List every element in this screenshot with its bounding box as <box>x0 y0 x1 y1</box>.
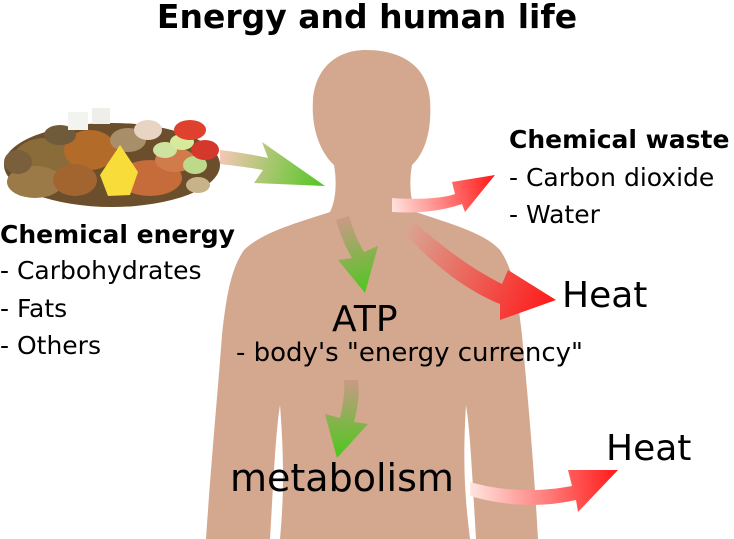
heat-lower-arrow <box>470 470 618 512</box>
heat-upper-arrow <box>404 222 556 320</box>
chemical-energy-item: - Carbohydrates <box>0 256 202 285</box>
page-title: Energy and human life <box>156 0 578 36</box>
food-to-body-arrow <box>220 142 325 186</box>
heat-label-upper: Heat <box>562 275 648 316</box>
human-silhouette <box>206 50 538 539</box>
chemical-waste-heading: Chemical waste <box>509 125 730 154</box>
food-plate-image <box>4 108 220 207</box>
chemical-energy-item: - Others <box>0 331 101 360</box>
metabolism-label: metabolism <box>230 456 454 500</box>
waste-arrow <box>392 175 495 213</box>
chemical-waste-item: - Water <box>509 200 600 229</box>
body-to-atp-arrow <box>336 216 378 293</box>
chemical-energy-item: - Fats <box>0 294 68 323</box>
chemical-waste-item: - Carbon dioxide <box>509 163 715 192</box>
atp-to-metabolism-arrow <box>325 380 368 458</box>
heat-label-lower: Heat <box>606 428 692 469</box>
atp-label: ATP <box>332 299 398 340</box>
chemical-energy-heading: Chemical energy <box>0 220 235 249</box>
atp-description: - body's "energy currency" <box>236 338 583 368</box>
